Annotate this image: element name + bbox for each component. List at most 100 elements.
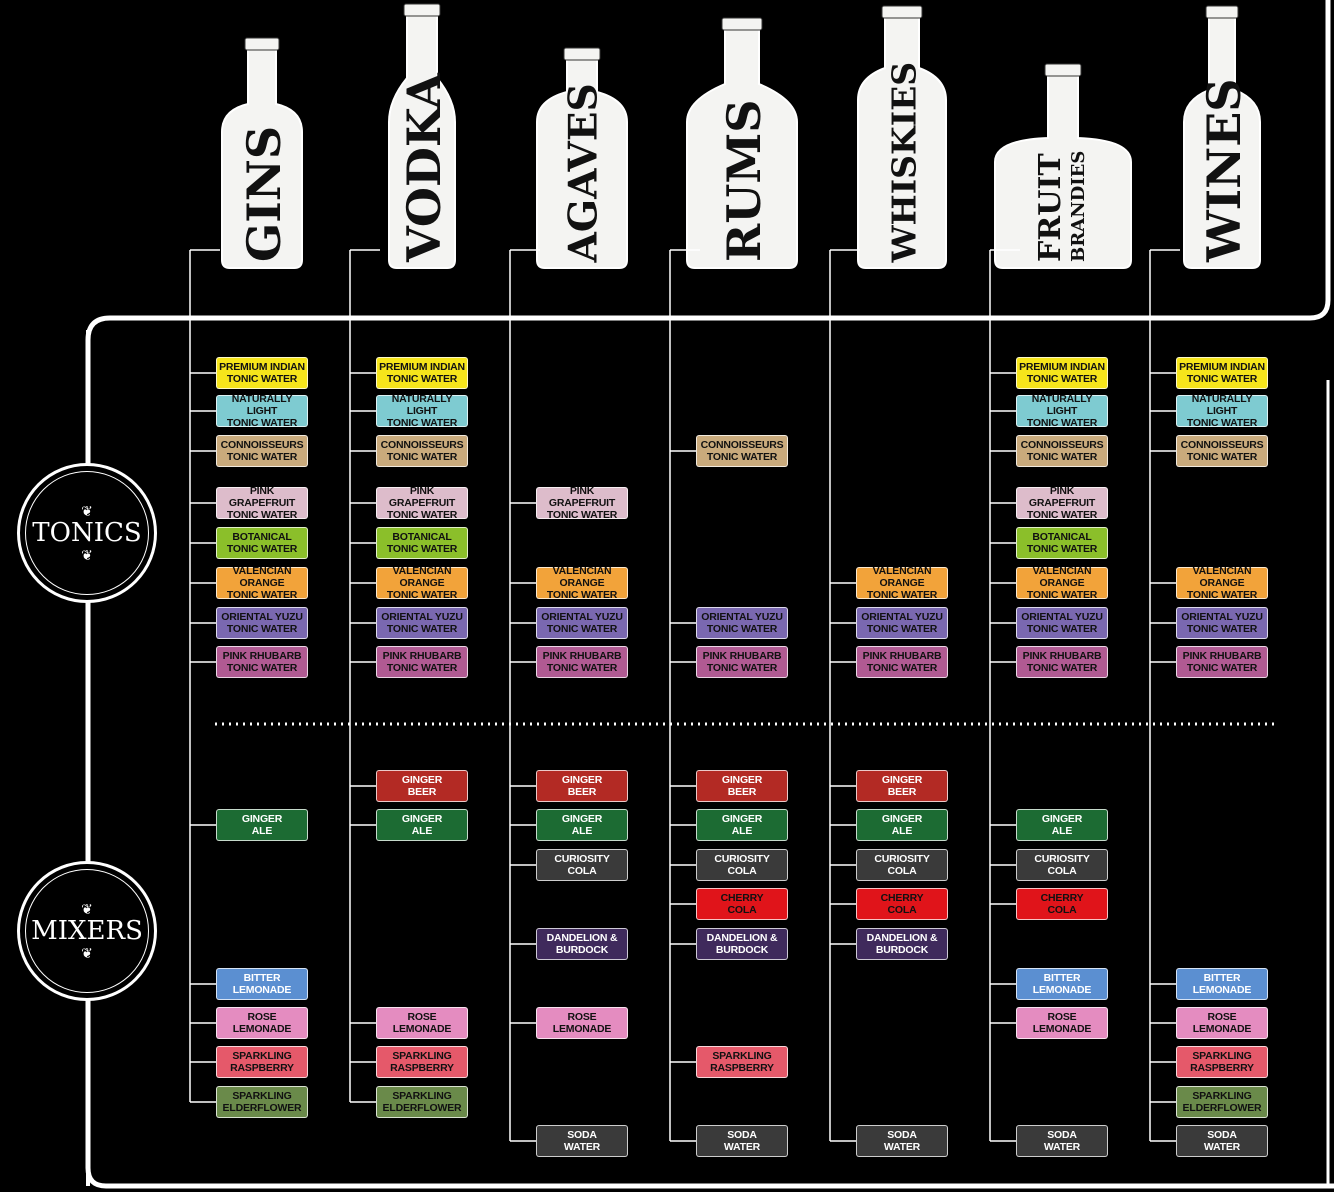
mixer-tag-rasp: SPARKLING RASPBERRY xyxy=(696,1046,788,1078)
mixer-tag-dandelion: DANDELION & BURDOCK xyxy=(856,928,948,960)
mixer-tag-pinkgf: PINK GRAPEFRUIT TONIC WATER xyxy=(536,485,628,521)
mixer-tag-pinkgf: PINK GRAPEFRUIT TONIC WATER xyxy=(376,485,468,521)
category-name: RUMS xyxy=(717,99,771,262)
bottle-0 xyxy=(221,41,303,269)
mixer-tag-label: VALENCIAN ORANGE TONIC WATER xyxy=(546,565,618,601)
mixer-tag-valencia: VALENCIAN ORANGE TONIC WATER xyxy=(216,565,308,601)
mixer-tag-label: GINGER ALE xyxy=(721,813,763,837)
mixer-tag-label: SODA WATER xyxy=(883,1129,921,1153)
frame-outline xyxy=(85,0,1334,1189)
mixer-tag-label: ROSE LEMONADE xyxy=(1192,1011,1252,1035)
tonics-heading: TONICS xyxy=(32,518,142,548)
mixer-tag-label: DANDELION & BURDOCK xyxy=(706,932,778,956)
mixer-tag-label: PINK RHUBARB TONIC WATER xyxy=(542,650,622,674)
mixer-tag-rhubarb: PINK RHUBARB TONIC WATER xyxy=(1016,646,1108,678)
mixer-tag-gbeer: GINGER BEER xyxy=(696,770,788,802)
mixer-tag-label: SPARKLING ELDERFLOWER xyxy=(1182,1090,1262,1114)
mixer-tag-pinkgf: PINK GRAPEFRUIT TONIC WATER xyxy=(1016,485,1108,521)
category-subname: BRANDIES xyxy=(1068,150,1089,262)
mixer-tag-label: ORIENTAL YUZU TONIC WATER xyxy=(541,611,623,635)
mixer-tag-rhubarb: PINK RHUBARB TONIC WATER xyxy=(856,646,948,678)
mixer-tag-label: GINGER BEER xyxy=(561,774,603,798)
bottle-cap-6 xyxy=(1205,5,1239,19)
mixer-tag-label: ROSE LEMONADE xyxy=(392,1011,452,1035)
mixer-tag-label: VALENCIAN ORANGE TONIC WATER xyxy=(226,565,298,601)
bottle-6 xyxy=(1183,9,1261,269)
mixer-tag-label: VALENCIAN ORANGE TONIC WATER xyxy=(1186,565,1258,601)
mixer-tag-label: BOTANICAL TONIC WATER xyxy=(386,531,458,555)
mixer-tag-label: SODA WATER xyxy=(1043,1129,1081,1153)
mixer-tag-label: GINGER ALE xyxy=(881,813,923,837)
mixer-tag-cherry: CHERRY COLA xyxy=(856,888,948,920)
mixer-tag-conn: CONNOISSEURS TONIC WATER xyxy=(216,435,308,467)
mixer-tag-label: VALENCIAN ORANGE TONIC WATER xyxy=(866,565,938,601)
mixer-tag-elder: SPARKLING ELDERFLOWER xyxy=(376,1086,468,1118)
mixer-tag-label: SPARKLING RASPBERRY xyxy=(230,1050,294,1074)
mixer-tag-bitter: BITTER LEMONADE xyxy=(1176,968,1268,1000)
ornament-icon: ❦ xyxy=(81,901,93,917)
mixer-tag-yuzu: ORIENTAL YUZU TONIC WATER xyxy=(1016,607,1108,639)
mixer-tag-yuzu: ORIENTAL YUZU TONIC WATER xyxy=(536,607,628,639)
mixer-tag-label: ORIENTAL YUZU TONIC WATER xyxy=(221,611,303,635)
mixer-tag-label: CONNOISSEURS TONIC WATER xyxy=(220,439,304,463)
mixer-tag-label: CHERRY COLA xyxy=(720,892,764,916)
mixer-tag-label: BOTANICAL TONIC WATER xyxy=(226,531,298,555)
mixer-tag-label: ORIENTAL YUZU TONIC WATER xyxy=(861,611,943,635)
mixer-tag-label: SPARKLING RASPBERRY xyxy=(390,1050,454,1074)
mixer-tag-gale: GINGER ALE xyxy=(536,809,628,841)
mixer-tag-label: CONNOISSEURS TONIC WATER xyxy=(1020,439,1104,463)
category-name: AGAVES xyxy=(560,82,607,262)
mixer-tag-bitter: BITTER LEMONADE xyxy=(216,968,308,1000)
mixer-tag-label: SPARKLING ELDERFLOWER xyxy=(382,1090,462,1114)
mixer-tag-label: VALENCIAN ORANGE TONIC WATER xyxy=(386,565,458,601)
category-name: FRUIT xyxy=(1033,153,1068,262)
mixer-tag-label: GINGER BEER xyxy=(721,774,763,798)
mixer-tag-light: NATURALLY LIGHT TONIC WATER xyxy=(1016,393,1108,429)
mixer-tag-rasp: SPARKLING RASPBERRY xyxy=(216,1046,308,1078)
mixer-tag-premium: PREMIUM INDIAN TONIC WATER xyxy=(1176,357,1268,389)
mixer-tag-rhubarb: PINK RHUBARB TONIC WATER xyxy=(376,646,468,678)
mixer-tag-soda: SODA WATER xyxy=(1176,1125,1268,1157)
mixer-tag-label: GINGER ALE xyxy=(1041,813,1083,837)
category-label-0: GINS xyxy=(237,126,291,262)
bottle-cap-2 xyxy=(563,47,601,61)
mixer-tag-premium: PREMIUM INDIAN TONIC WATER xyxy=(216,357,308,389)
mixer-tag-label: GINGER BEER xyxy=(401,774,443,798)
bottle-2 xyxy=(536,51,628,269)
mixer-tag-label: NATURALLY LIGHT TONIC WATER xyxy=(386,393,458,429)
mixer-tag-gbeer: GINGER BEER xyxy=(536,770,628,802)
mixer-tag-cola: CURIOSITY COLA xyxy=(536,849,628,881)
mixer-tag-botan: BOTANICAL TONIC WATER xyxy=(1016,527,1108,559)
bottle-cap-4 xyxy=(881,5,923,19)
mixer-tag-label: PINK GRAPEFRUIT TONIC WATER xyxy=(386,485,458,521)
mixer-tag-elder: SPARKLING ELDERFLOWER xyxy=(216,1086,308,1118)
mixer-tag-label: SPARKLING RASPBERRY xyxy=(1190,1050,1254,1074)
mixer-tag-label: BITTER LEMONADE xyxy=(232,972,292,996)
mixer-tag-label: PINK RHUBARB TONIC WATER xyxy=(222,650,302,674)
category-label-4: WHISKIES xyxy=(885,61,924,262)
mixer-tag-light: NATURALLY LIGHT TONIC WATER xyxy=(216,393,308,429)
mixer-tag-conn: CONNOISSEURS TONIC WATER xyxy=(1016,435,1108,467)
mixer-tag-label: GINGER ALE xyxy=(561,813,603,837)
category-name: WINES xyxy=(1197,78,1251,262)
mixer-tag-valencia: VALENCIAN ORANGE TONIC WATER xyxy=(536,565,628,601)
mixer-tag-gale: GINGER ALE xyxy=(1016,809,1108,841)
mixer-tag-label: CHERRY COLA xyxy=(880,892,924,916)
mixer-tag-soda: SODA WATER xyxy=(696,1125,788,1157)
mixer-tag-label: ROSE LEMONADE xyxy=(232,1011,292,1035)
mixer-tag-rhubarb: PINK RHUBARB TONIC WATER xyxy=(696,646,788,678)
mixer-tag-label: ROSE LEMONADE xyxy=(1032,1011,1092,1035)
mixer-tag-yuzu: ORIENTAL YUZU TONIC WATER xyxy=(376,607,468,639)
bottle-1 xyxy=(388,7,456,269)
mixer-tag-cherry: CHERRY COLA xyxy=(696,888,788,920)
mixer-tag-label: ORIENTAL YUZU TONIC WATER xyxy=(1181,611,1263,635)
mixer-tag-label: NATURALLY LIGHT TONIC WATER xyxy=(1186,393,1258,429)
mixer-tag-label: GINGER BEER xyxy=(881,774,923,798)
mixer-tag-premium: PREMIUM INDIAN TONIC WATER xyxy=(376,357,468,389)
bottle-cap-0 xyxy=(244,37,280,51)
mixer-tag-label: CONNOISSEURS TONIC WATER xyxy=(1180,439,1264,463)
mixer-tag-label: SPARKLING ELDERFLOWER xyxy=(222,1090,302,1114)
category-label-1: VODKA xyxy=(397,73,451,262)
